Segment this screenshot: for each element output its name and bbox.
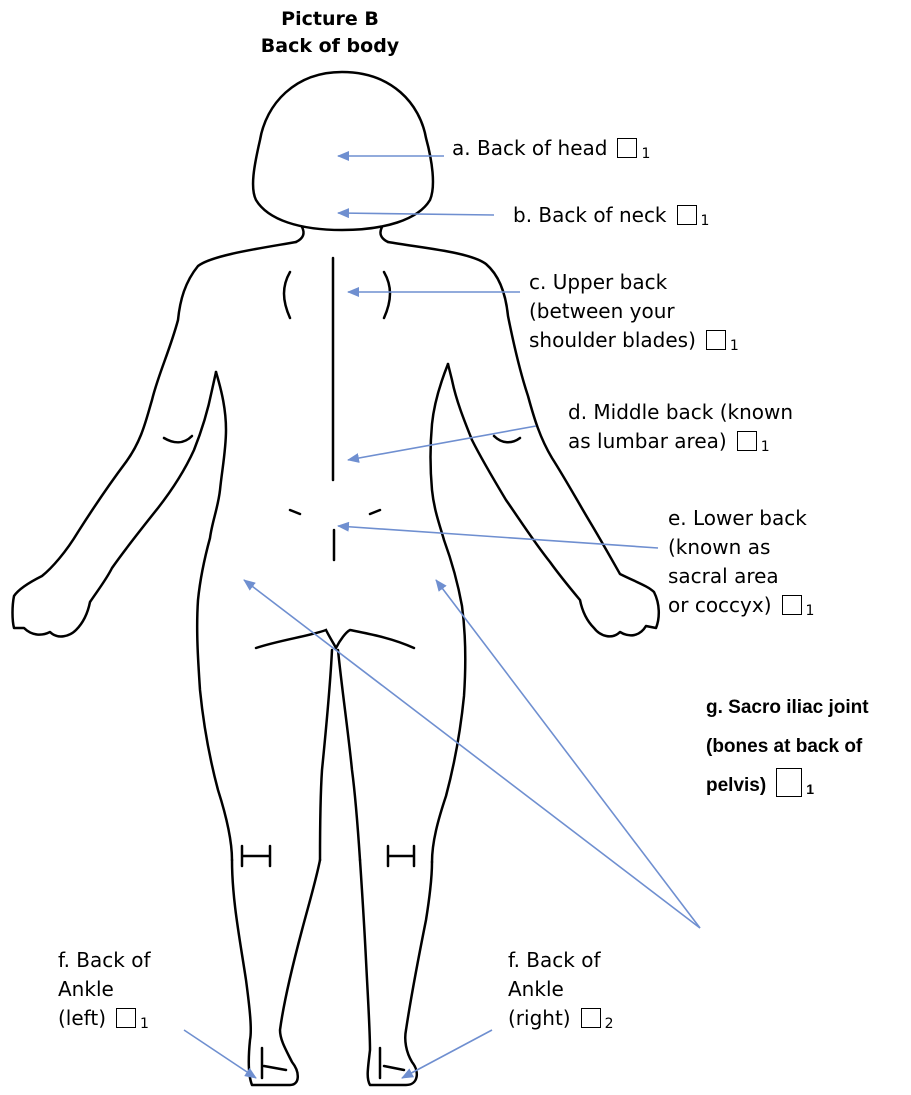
right-shoulder-blade-mark	[384, 272, 390, 318]
label-line: f. Back of	[58, 946, 151, 975]
left-ankle-mark	[262, 1048, 286, 1078]
arrow-e	[338, 526, 658, 548]
label-back-of-neck: b. Back of neck 1	[513, 201, 709, 236]
label-line: (right)	[508, 1006, 571, 1030]
response-code: 1	[761, 439, 770, 455]
left-knee-mark	[242, 846, 270, 866]
label-line: (known as	[668, 533, 814, 562]
label-upper-back: c. Upper back (between your shoulder bla…	[529, 268, 739, 361]
checkbox-back-of-neck[interactable]	[677, 205, 697, 225]
diagram-subtitle: Back of body	[0, 33, 660, 59]
left-dimple	[290, 510, 300, 514]
diagram-title: Picture B	[0, 6, 660, 32]
right-lower-leg	[360, 860, 432, 1085]
left-inner-leg	[320, 650, 332, 860]
response-code: 1	[806, 603, 815, 619]
label-text: b. Back of neck	[513, 203, 667, 227]
checkbox-back-of-ankle-right[interactable]	[581, 1008, 601, 1028]
left-side-outline	[197, 372, 232, 860]
label-line: pelvis)	[706, 775, 766, 796]
left-lower-leg	[232, 860, 320, 1085]
response-code: 1	[730, 338, 739, 354]
label-line: c. Upper back	[529, 268, 739, 297]
label-line: sacral area	[668, 562, 814, 591]
checkbox-upper-back[interactable]	[706, 330, 726, 350]
label-line: (between your	[529, 297, 739, 326]
left-elbow-mark	[164, 436, 192, 442]
label-line: g. Sacro iliac joint	[706, 688, 869, 727]
label-line: (left)	[58, 1006, 106, 1030]
label-lower-back: e. Lower back (known as sacral area or c…	[668, 504, 814, 626]
right-inner-leg	[338, 650, 360, 860]
right-elbow-mark	[494, 436, 520, 442]
checkbox-sacro-iliac-joint[interactable]	[776, 768, 802, 797]
label-line: (bones at back of	[706, 727, 869, 766]
label-line: or coccyx)	[668, 593, 772, 617]
head-outline	[253, 72, 433, 230]
label-line: f. Back of	[508, 946, 614, 975]
label-line: d. Middle back (known	[568, 398, 793, 427]
label-back-of-ankle-left: f. Back of Ankle (left) 1	[58, 946, 151, 1039]
right-dimple	[370, 510, 380, 514]
neck-right	[380, 227, 388, 242]
label-line: shoulder blades)	[529, 328, 696, 352]
label-line: Ankle	[508, 975, 614, 1004]
label-text: a. Back of head	[452, 136, 607, 160]
right-ankle-mark	[380, 1048, 404, 1078]
arrow-f-right	[402, 1030, 492, 1078]
response-code: 1	[140, 1016, 149, 1032]
checkbox-lower-back[interactable]	[782, 595, 802, 615]
checkbox-middle-back[interactable]	[737, 431, 757, 451]
label-sacro-iliac-joint: g. Sacro iliac joint (bones at back of p…	[706, 688, 869, 809]
label-back-of-head: a. Back of head 1	[452, 134, 650, 169]
arrow-g-left	[244, 580, 700, 928]
checkbox-back-of-head[interactable]	[617, 138, 637, 158]
label-line: Ankle	[58, 975, 151, 1004]
label-line: e. Lower back	[668, 504, 814, 533]
response-code: 2	[605, 1016, 614, 1032]
checkbox-back-of-ankle-left[interactable]	[116, 1008, 136, 1028]
label-back-of-ankle-right: f. Back of Ankle (right) 2	[508, 946, 614, 1039]
arrow-f-left	[184, 1030, 256, 1078]
response-code: 1	[806, 781, 814, 797]
label-middle-back: d. Middle back (known as lumbar area) 1	[568, 398, 793, 462]
arrow-g-right	[436, 580, 700, 928]
response-code: 1	[641, 146, 650, 162]
left-shoulder-blade-mark	[284, 272, 290, 318]
right-knee-mark	[388, 846, 414, 866]
response-code: 1	[701, 213, 710, 229]
neck-left	[296, 227, 304, 242]
left-arm-outline	[13, 242, 297, 636]
gluteal-fold	[256, 630, 414, 648]
arrow-b	[338, 213, 494, 215]
label-line: as lumbar area)	[568, 429, 727, 453]
